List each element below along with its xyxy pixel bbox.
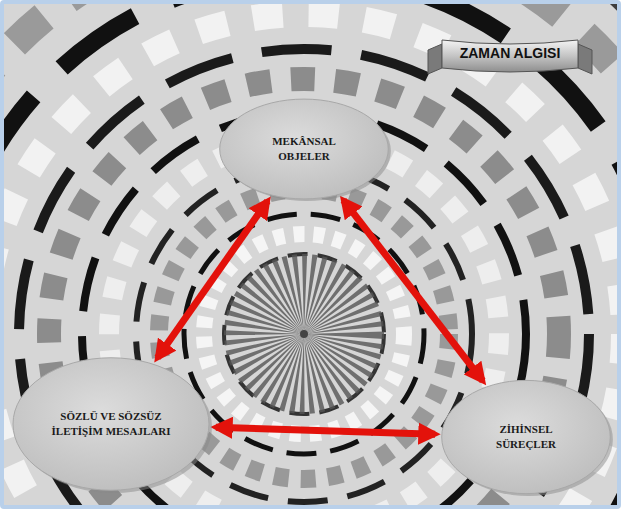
node-text-group: MEKÂNSAL OBJELER <box>249 134 359 164</box>
node-text-group: ZİHİNSEL SÜREÇLER <box>471 422 581 452</box>
ellipse-node: ZİHİNSEL SÜREÇLER <box>440 378 612 496</box>
node-label: MEKÂNSAL OBJELER <box>249 134 359 164</box>
ellipse-shape <box>11 355 211 493</box>
double-arrow <box>343 200 482 381</box>
diagram-title: ZAMAN ALGISI <box>442 40 578 66</box>
node-text-group: SÖZLÜ VE SÖZSÜZ İLETİŞİM MESAJLARI <box>47 409 175 439</box>
title-banner: ZAMAN ALGISI <box>422 34 598 82</box>
ellipse-shape <box>218 97 390 201</box>
node-label: ZİHİNSEL SÜREÇLER <box>471 422 581 452</box>
node-label: SÖZLÜ VE SÖZSÜZ İLETİŞİM MESAJLARI <box>47 409 175 439</box>
node-layer: MEKÂNSAL OBJELER SÖZLÜ VE SÖZSÜZ İLETİŞİM… <box>4 4 617 505</box>
ellipse-shape <box>440 378 612 496</box>
ellipse-node: MEKÂNSAL OBJELER <box>218 97 390 201</box>
double-arrow <box>157 201 267 358</box>
ellipse-node: SÖZLÜ VE SÖZSÜZ İLETİŞİM MESAJLARI <box>11 355 211 493</box>
double-arrow <box>216 427 435 434</box>
